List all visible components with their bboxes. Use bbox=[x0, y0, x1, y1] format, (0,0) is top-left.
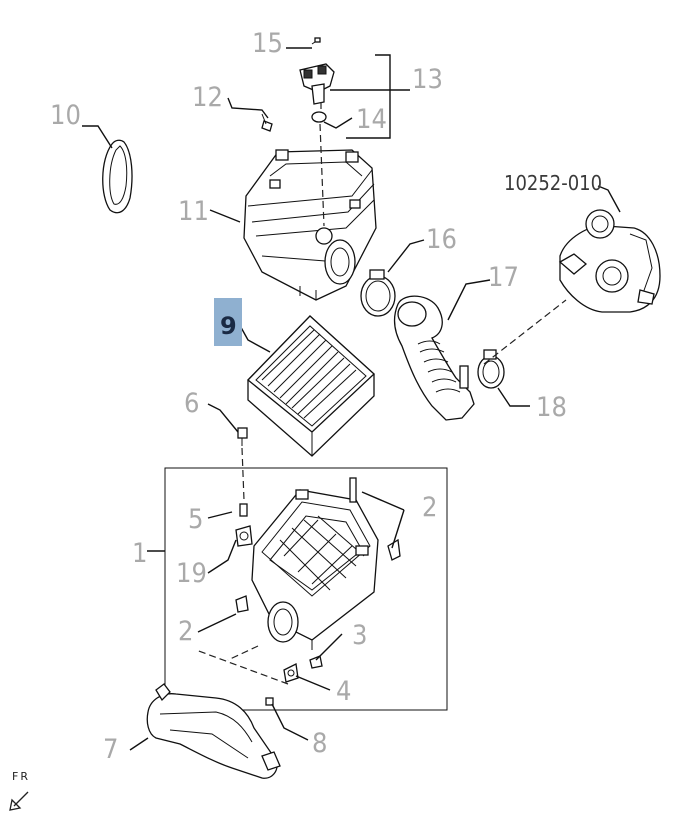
part-10-gasket[interactable] bbox=[102, 139, 133, 214]
callout-17[interactable]: 17 bbox=[488, 262, 519, 293]
callout-13[interactable]: 13 bbox=[412, 64, 443, 95]
turbocharger-assembly[interactable] bbox=[558, 209, 661, 313]
alignment-lines bbox=[195, 102, 567, 685]
callout-2-right[interactable]: 2 bbox=[422, 492, 437, 523]
callout-15[interactable]: 15 bbox=[252, 28, 283, 59]
callout-2-left[interactable]: 2 bbox=[178, 616, 193, 647]
part-14-o-ring[interactable] bbox=[311, 111, 327, 123]
part-18-clamp[interactable] bbox=[477, 349, 505, 389]
callout-9[interactable]: 9 bbox=[220, 312, 237, 340]
part-15-screw[interactable] bbox=[311, 37, 321, 45]
callout-reference-turbo[interactable]: 10252-010 bbox=[504, 171, 602, 195]
part-9-filter-element[interactable] bbox=[247, 315, 375, 457]
callout-5[interactable]: 5 bbox=[188, 504, 203, 535]
callout-7[interactable]: 7 bbox=[103, 734, 118, 765]
part-11-upper-cover[interactable] bbox=[243, 149, 377, 301]
callout-12[interactable]: 12 bbox=[192, 82, 223, 113]
part-9-highlight bbox=[214, 298, 242, 346]
callout-18[interactable]: 18 bbox=[536, 392, 567, 423]
part-7-inlet-duct[interactable] bbox=[146, 683, 281, 779]
callout-4[interactable]: 4 bbox=[336, 676, 351, 707]
orientation-indicator: FR bbox=[9, 770, 30, 811]
callout-8[interactable]: 8 bbox=[312, 728, 327, 759]
callout-labels: 1 2 2 3 4 5 6 7 8 9 10 11 12 13 14 15 16… bbox=[50, 28, 602, 765]
part-2-clip-lower[interactable] bbox=[235, 595, 249, 613]
part-19-bushing[interactable] bbox=[235, 525, 253, 547]
part-4-mount[interactable] bbox=[283, 663, 299, 683]
callout-3[interactable]: 3 bbox=[352, 620, 367, 651]
callout-19[interactable]: 19 bbox=[176, 558, 207, 589]
orientation-label: FR bbox=[12, 770, 30, 783]
callout-6[interactable]: 6 bbox=[184, 388, 199, 419]
part-17-intake-hose[interactable] bbox=[393, 295, 475, 421]
callout-10[interactable]: 10 bbox=[50, 100, 81, 131]
part-3-clip[interactable] bbox=[309, 655, 323, 669]
lower-case[interactable] bbox=[251, 489, 379, 650]
callout-14[interactable]: 14 bbox=[356, 104, 387, 135]
callout-11[interactable]: 11 bbox=[178, 196, 209, 227]
part-8-screw[interactable] bbox=[265, 697, 274, 706]
part-1-assembly-frame bbox=[164, 467, 448, 711]
part-2-clip-right[interactable] bbox=[387, 538, 401, 561]
part-5-grommet[interactable] bbox=[239, 503, 248, 517]
part-16-clamp[interactable] bbox=[360, 269, 396, 317]
callout-1[interactable]: 1 bbox=[132, 538, 147, 569]
part-13-airflow-sensor[interactable] bbox=[299, 63, 335, 105]
part-12-bolt[interactable] bbox=[261, 113, 273, 132]
front-arrow-icon bbox=[9, 791, 29, 811]
part-6-bolt[interactable] bbox=[237, 427, 248, 446]
callout-16[interactable]: 16 bbox=[426, 224, 457, 255]
part-2-pin-upper[interactable] bbox=[349, 477, 357, 503]
